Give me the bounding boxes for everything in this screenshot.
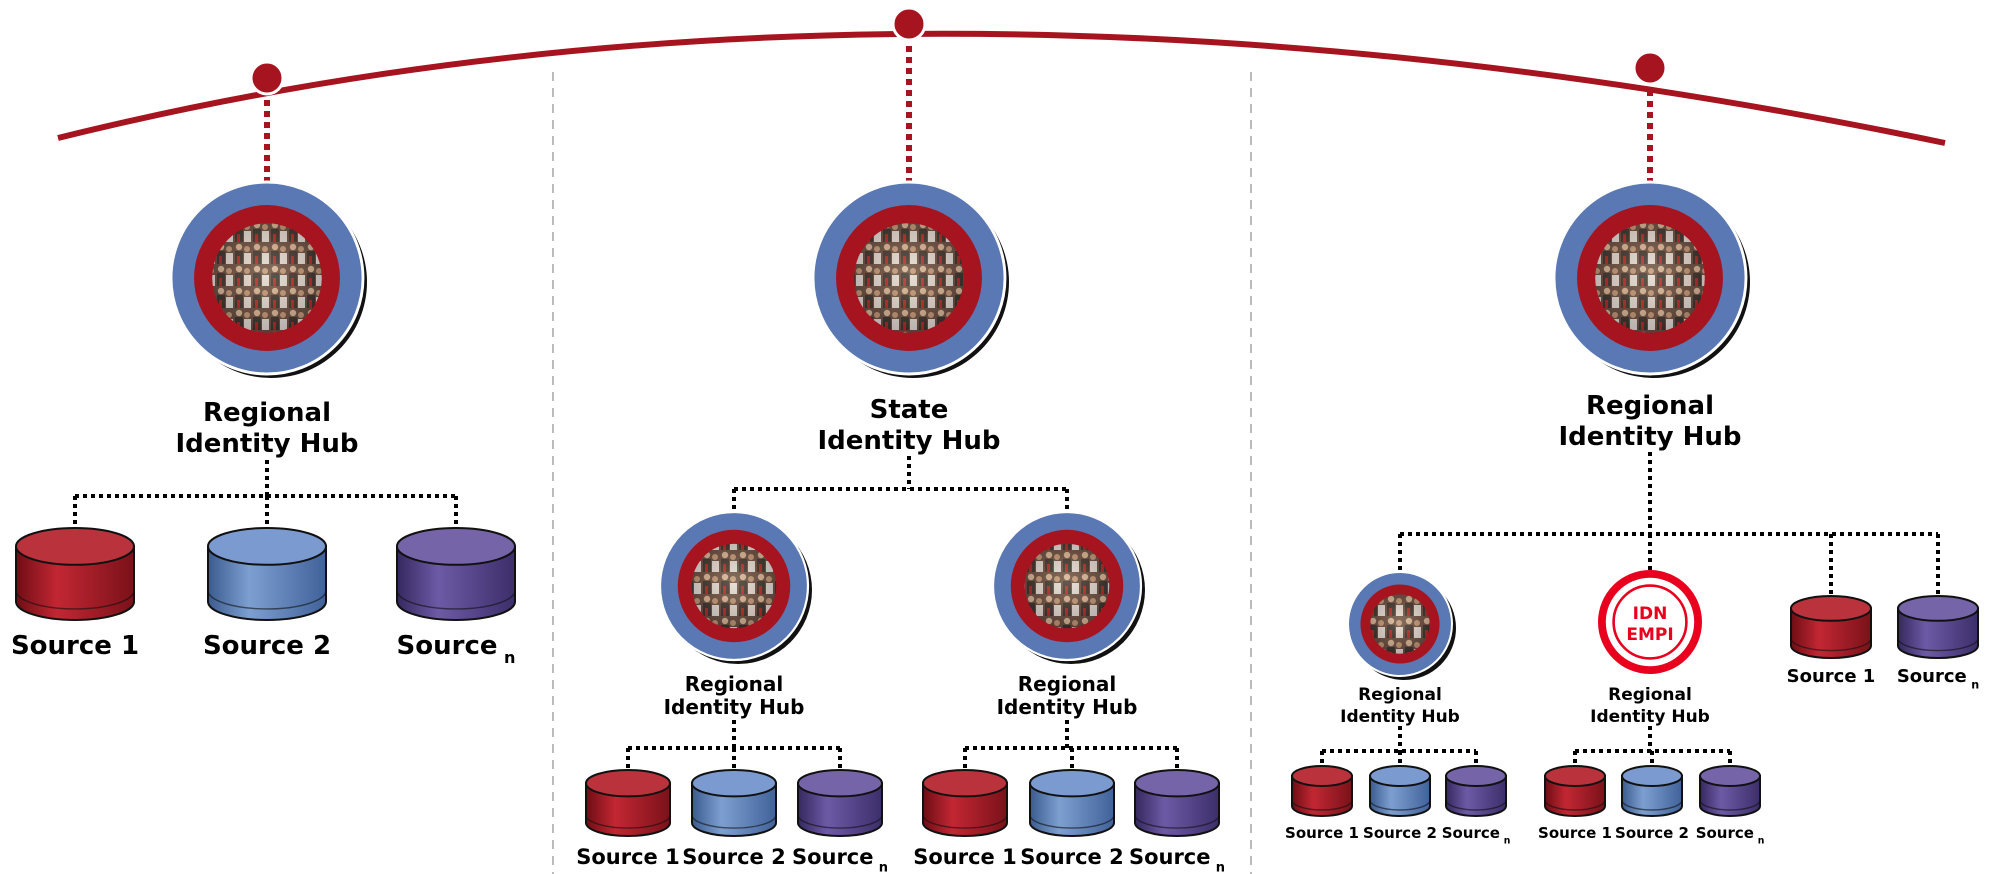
database-cylinder-icon bbox=[1621, 765, 1683, 817]
hub-label-line2: Identity Hub bbox=[664, 695, 805, 719]
database-cylinder-icon bbox=[1369, 765, 1431, 817]
people-photo-ring-icon bbox=[811, 180, 1009, 378]
hub-label-line1: Regional bbox=[1358, 685, 1442, 705]
database-cylinder-icon bbox=[1134, 769, 1220, 837]
people-photo-ring-icon bbox=[991, 510, 1145, 664]
database-cylinder-icon bbox=[1445, 765, 1507, 817]
people-photo-ring-icon bbox=[169, 180, 367, 378]
people-photo-ring-icon bbox=[658, 510, 812, 664]
hub-label-line1: Regional bbox=[1608, 685, 1692, 705]
pin-dot bbox=[249, 60, 285, 96]
database-cylinder-icon bbox=[15, 527, 135, 621]
hub-label-line2: Identity Hub bbox=[175, 429, 358, 459]
source-label: Source 2 bbox=[203, 631, 331, 661]
hub-label-line2: Identity Hub bbox=[997, 695, 1138, 719]
source-label: Source 2 bbox=[1615, 824, 1689, 842]
database-cylinder-icon bbox=[396, 527, 516, 621]
database-cylinder-icon bbox=[585, 769, 671, 837]
hub-label-line1: Regional bbox=[685, 672, 783, 696]
source-label: Source 1 bbox=[1787, 666, 1876, 687]
database-cylinder-icon bbox=[691, 769, 777, 837]
pin-dot bbox=[1632, 50, 1668, 86]
people-photo-ring-icon bbox=[1552, 180, 1750, 378]
database-cylinder-icon bbox=[1699, 765, 1761, 817]
source-label: Source 1 bbox=[1285, 824, 1359, 842]
source-label: Source 2 bbox=[682, 845, 785, 869]
hub-label-line2: Identity Hub bbox=[1340, 707, 1460, 727]
database-cylinder-icon bbox=[797, 769, 883, 837]
source-label: Source 1 bbox=[576, 845, 679, 869]
pin-dot bbox=[891, 6, 927, 42]
source-label: Source 1 bbox=[1538, 824, 1612, 842]
source-label: Source 1 bbox=[913, 845, 1016, 869]
database-cylinder-icon bbox=[207, 527, 327, 621]
connector-layer bbox=[57, 24, 1946, 874]
database-cylinder-icon bbox=[1897, 595, 1979, 659]
hub-label-line1: Regional bbox=[1586, 391, 1714, 421]
hub-label-line2: Identity Hub bbox=[817, 426, 1000, 456]
hub-label-line1: State bbox=[870, 395, 949, 425]
database-cylinder-icon bbox=[1029, 769, 1115, 837]
hub-label-line1: Regional bbox=[203, 398, 331, 428]
database-cylinder-icon bbox=[922, 769, 1008, 837]
empi-label-line1: IDN bbox=[1633, 604, 1668, 624]
database-cylinder-icon bbox=[1790, 595, 1872, 659]
source-label: Source 2 bbox=[1363, 824, 1437, 842]
database-cylinder-icon bbox=[1291, 765, 1353, 817]
timeline-arc bbox=[57, 30, 1946, 146]
hub-label-line2: Identity Hub bbox=[1590, 707, 1710, 727]
hub-label-line2: Identity Hub bbox=[1558, 422, 1741, 452]
people-photo-ring-icon bbox=[1347, 571, 1456, 680]
source-label: Source 2 bbox=[1020, 845, 1123, 869]
source-label: Source 1 bbox=[11, 631, 139, 661]
empi-label-line2: EMPI bbox=[1626, 625, 1673, 645]
hub-label-line1: Regional bbox=[1018, 672, 1116, 696]
database-cylinder-icon bbox=[1544, 765, 1606, 817]
